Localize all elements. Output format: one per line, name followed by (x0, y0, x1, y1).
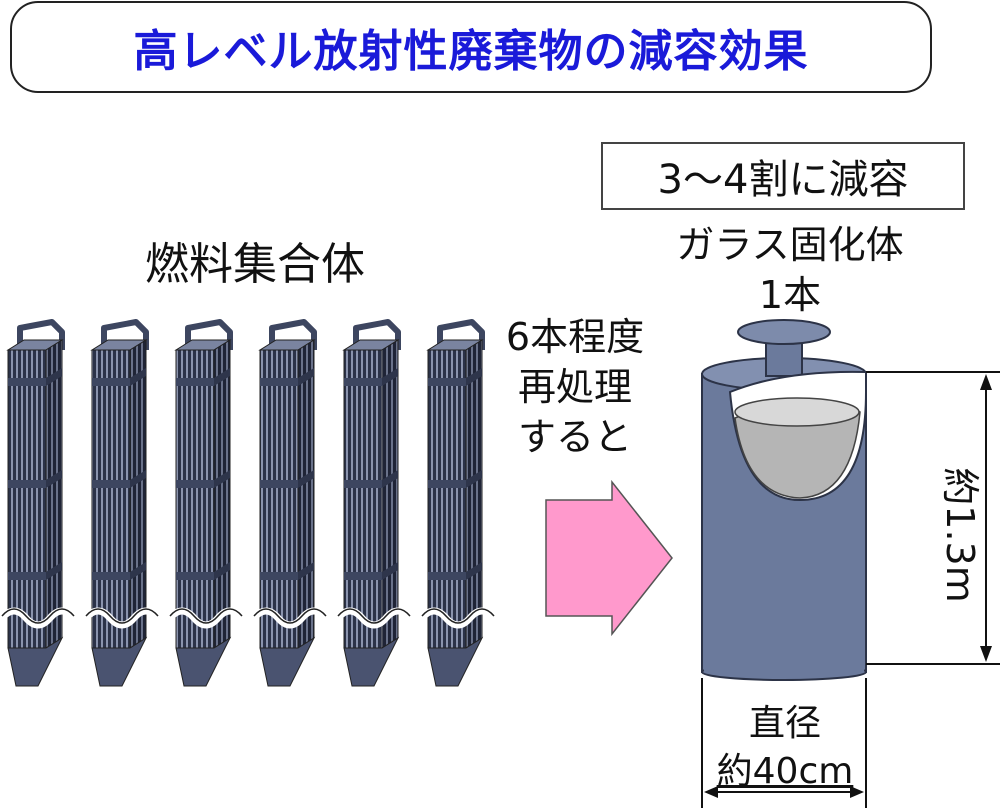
title-box: 高レベル放射性廃棄物の減容効果 (10, 1, 932, 93)
glass-canister (701, 319, 867, 681)
glass-canister-label: ガラス固化体 1本 (640, 220, 940, 320)
reprocess-label: 6本程度 再処理 すると (490, 312, 660, 462)
fuel-assembly (83, 319, 161, 687)
fuel-assembly (251, 319, 329, 687)
fuel-assembly-label: 燃料集合体 (145, 239, 365, 290)
diameter-dimension (701, 678, 867, 808)
page-title: 高レベル放射性廃棄物の減容効果 (133, 26, 809, 77)
fuel-assembly (0, 319, 77, 687)
reprocess-line-1: 6本程度 (505, 315, 645, 359)
height-dimension (866, 371, 1000, 665)
fuel-assembly (167, 319, 245, 687)
fuel-assembly (335, 319, 413, 687)
reprocess-line-3: すると (517, 415, 632, 459)
fuel-assembly (419, 319, 497, 687)
diameter-name: 直径 (748, 703, 821, 744)
fuel-assemblies (0, 319, 497, 687)
glass-canister-count: 1本 (758, 273, 822, 317)
volume-reduction-note: 3～4割に減容 (601, 142, 965, 210)
glass-canister-name: ガラス固化体 (676, 223, 904, 267)
reprocess-line-2: 再処理 (517, 365, 632, 409)
height-label: 約1.3m (938, 467, 982, 603)
diameter-value: 約40cm (716, 751, 854, 792)
process-arrow (545, 479, 673, 637)
diameter-label: 直径 約40cm (700, 700, 870, 796)
